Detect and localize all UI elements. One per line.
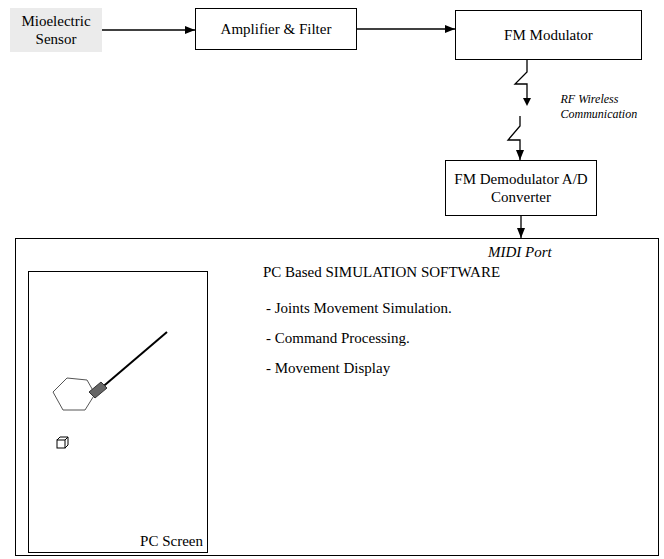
box-label: Mioelectric Sensor xyxy=(16,12,96,48)
feature-item: - Command Processing. xyxy=(266,329,410,347)
process-box: FM Modulator xyxy=(455,10,642,60)
connector xyxy=(102,30,195,31)
arm-segment xyxy=(99,332,167,390)
target-cube xyxy=(65,437,68,440)
box-label: FM Modulator xyxy=(504,26,593,44)
box-label: FM Demodulator A/D Converter xyxy=(452,170,590,206)
box-label: Amplifier & Filter xyxy=(221,20,332,38)
screen-label: PC Screen xyxy=(140,532,203,550)
panel-heading: PC Based SIMULATION SOFTWARE xyxy=(263,263,500,281)
connector-line xyxy=(508,60,527,160)
edge-label: RF Wireless Communication xyxy=(559,92,655,122)
joint-outline xyxy=(53,378,95,410)
connector xyxy=(357,29,455,30)
connector-line xyxy=(357,28,455,29)
target-cube xyxy=(57,437,68,448)
screen-box: PC Screen xyxy=(28,271,208,553)
arrow-head xyxy=(523,98,531,106)
software-panel: MIDI Port PC Based SIMULATION SOFTWARE - J… xyxy=(15,238,659,556)
process-box: Amplifier & Filter xyxy=(195,8,357,50)
joint-block xyxy=(89,382,107,398)
sensor-box: Mioelectric Sensor xyxy=(10,8,102,52)
process-box: FM Demodulator A/D Converter xyxy=(445,160,597,216)
target-cube xyxy=(57,440,65,448)
arm-illustration xyxy=(29,272,206,551)
feature-item: - Joints Movement Simulation. xyxy=(266,299,452,317)
connector xyxy=(508,60,531,160)
connector xyxy=(521,216,522,238)
feature-item: - Movement Display xyxy=(266,359,390,377)
connector-line xyxy=(102,29,195,30)
connector-line xyxy=(520,216,521,238)
port-label: MIDI Port xyxy=(488,243,552,261)
